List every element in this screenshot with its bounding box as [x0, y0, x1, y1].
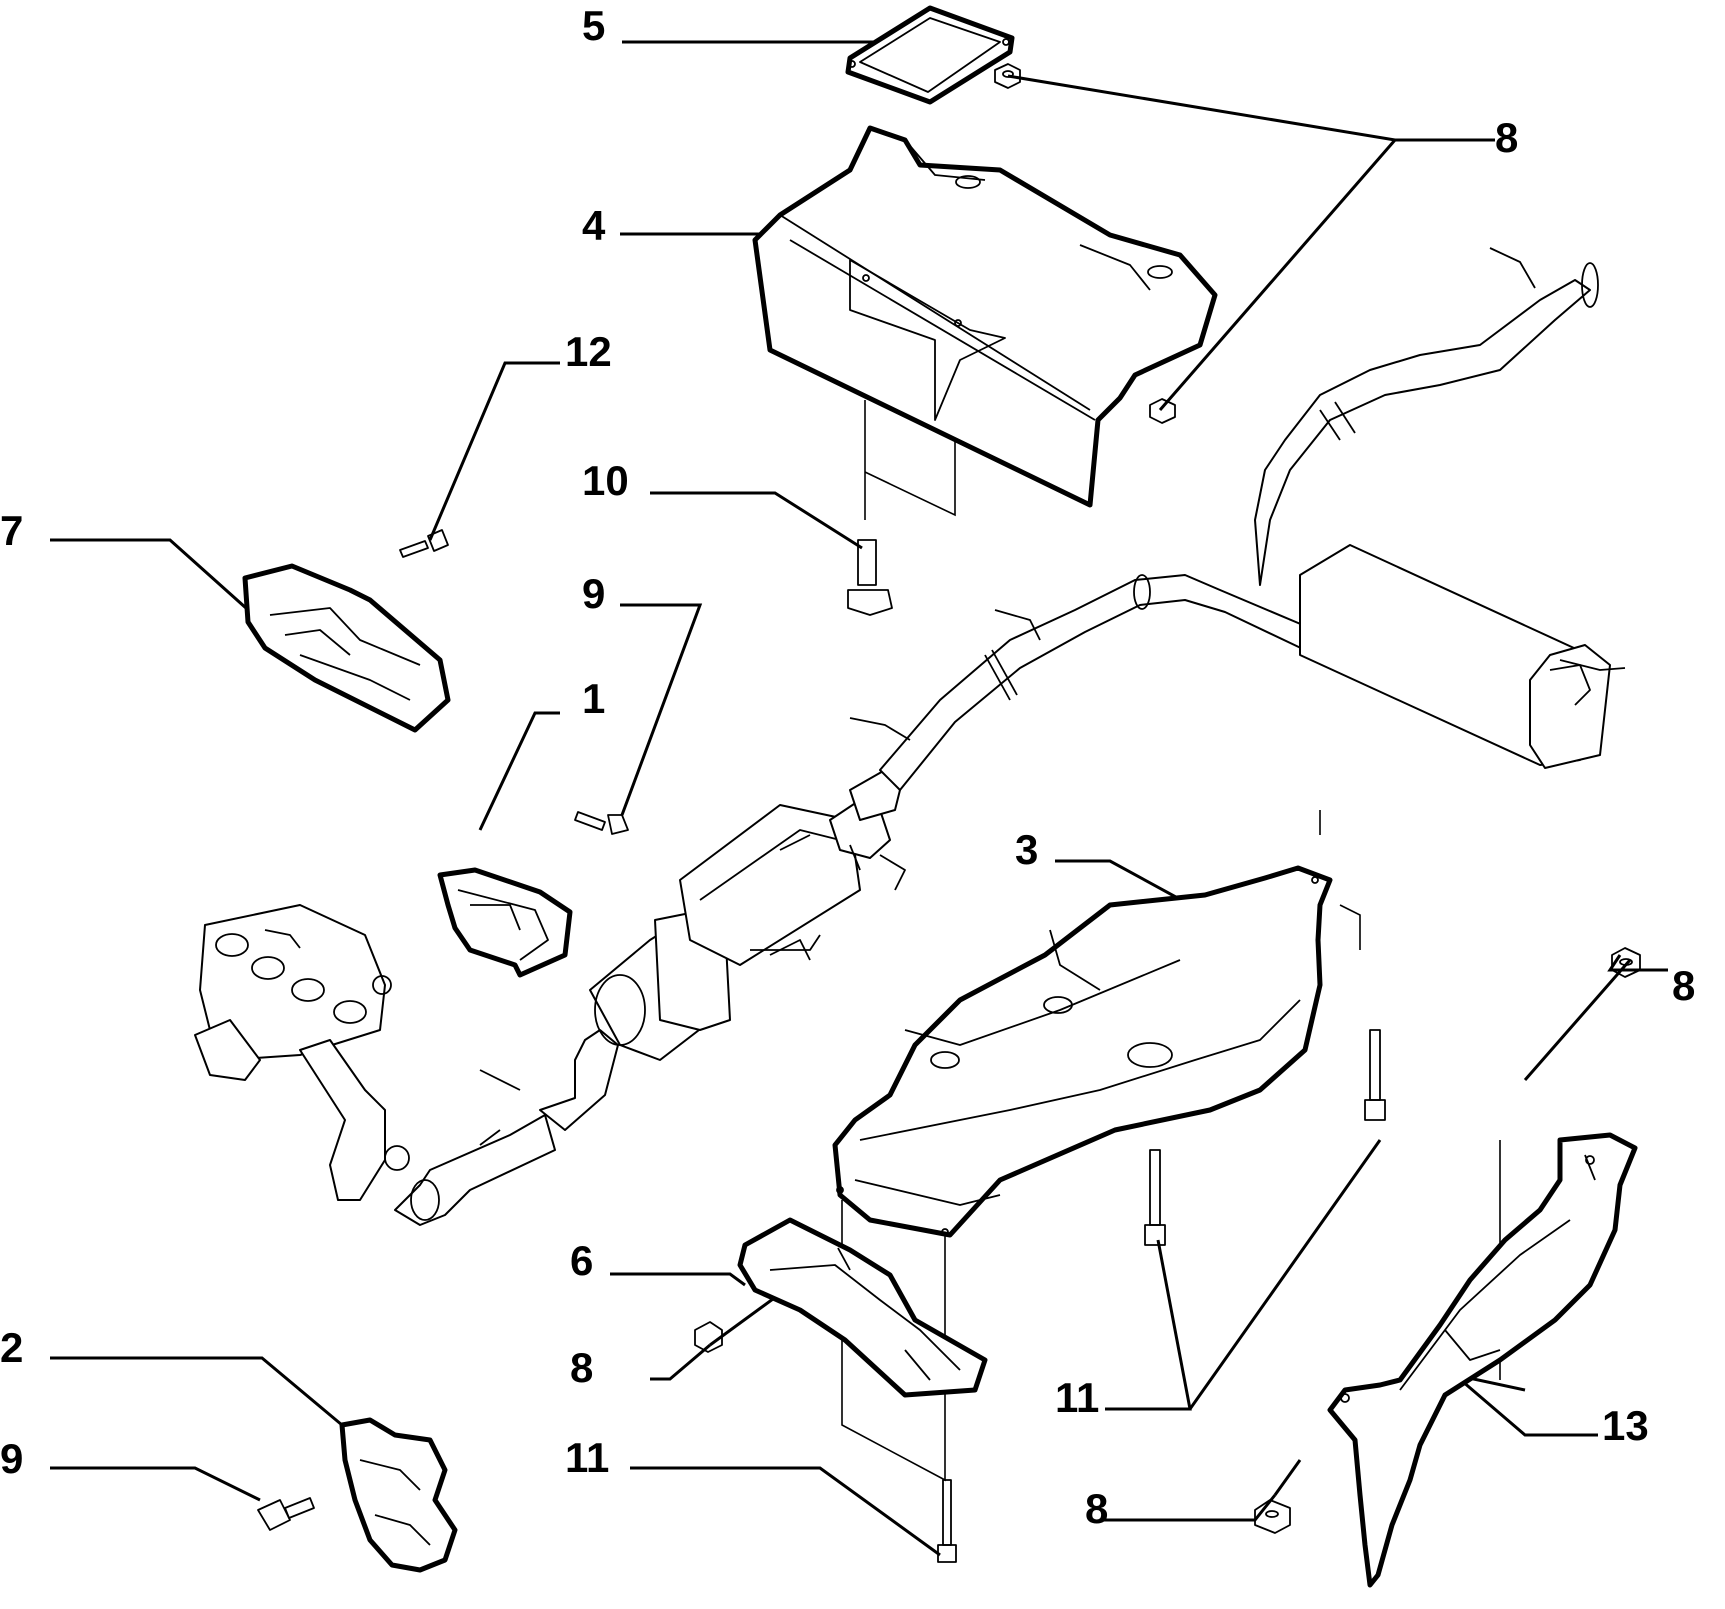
rear-muffler — [1254, 247, 1626, 769]
label-10: 10 — [582, 457, 629, 504]
part-4-heat-shield — [752, 125, 1218, 508]
exhaust-manifold — [194, 904, 410, 1201]
label-8-right: 8 — [1672, 962, 1695, 1009]
label-11-bottom: 11 — [565, 1434, 609, 1481]
part-9-bolt-lower — [257, 1497, 315, 1531]
part-11-studs — [937, 1029, 1386, 1563]
part-5-gasket — [845, 5, 1015, 105]
label-9-top: 9 — [582, 570, 605, 617]
label-8-top: 8 — [1495, 114, 1518, 161]
part-6-shield — [737, 1217, 988, 1398]
part-1-turbo-shield — [437, 867, 573, 978]
part-8-nut-top — [994, 63, 1021, 89]
label-6: 6 — [570, 1237, 593, 1284]
part-9-bolt-upper — [574, 811, 629, 835]
part-8-nut-right — [1611, 947, 1641, 978]
label-7: 7 — [0, 507, 23, 554]
callout-labels: 5 8 4 12 7 10 9 1 3 8 6 8 2 9 11 11 8 13 — [0, 2, 1695, 1532]
part-8-nut-shield — [1149, 398, 1176, 424]
part-10-bolt — [847, 539, 893, 616]
label-8-bottom: 8 — [1085, 1485, 1108, 1532]
part-3-heat-shield — [832, 865, 1333, 1238]
part-13-rear-shield — [1327, 1132, 1638, 1588]
label-4: 4 — [582, 202, 606, 249]
label-3: 3 — [1015, 826, 1038, 873]
label-12: 12 — [565, 328, 612, 375]
label-13: 13 — [1602, 1402, 1649, 1449]
front-pipe-catalyst — [394, 769, 906, 1226]
label-11-right: 11 — [1055, 1374, 1099, 1421]
part-7-manifold-shield — [242, 563, 451, 733]
label-2: 2 — [0, 1324, 23, 1371]
part-8-nut-mid — [694, 1321, 723, 1353]
label-5: 5 — [582, 2, 605, 49]
label-8-mid: 8 — [570, 1344, 593, 1391]
part-8-nut-bottom — [1254, 1499, 1291, 1534]
part-12-bolt — [399, 529, 449, 558]
label-1: 1 — [582, 675, 605, 722]
label-9-bottom: 9 — [0, 1435, 23, 1482]
part-2-shield — [339, 1417, 458, 1573]
